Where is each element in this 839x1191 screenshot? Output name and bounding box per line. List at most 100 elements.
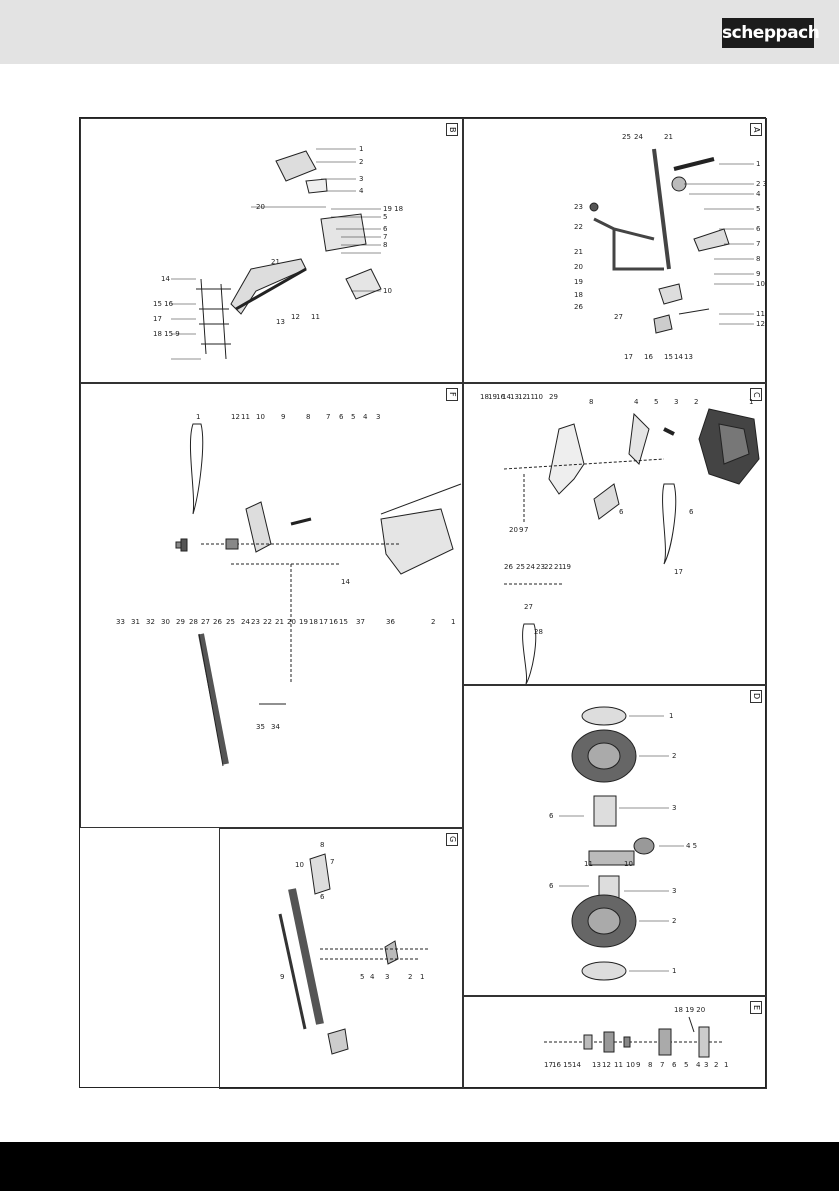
svg-text:16 15: 16 15: [552, 1061, 572, 1069]
svg-text:1: 1: [756, 160, 760, 168]
svg-text:22: 22: [544, 563, 553, 571]
svg-text:4: 4: [696, 1061, 701, 1069]
svg-text:26: 26: [504, 563, 513, 571]
svg-text:9: 9: [519, 526, 523, 534]
svg-text:18: 18: [480, 393, 489, 401]
svg-text:5: 5: [351, 413, 355, 421]
svg-text:1: 1: [672, 967, 676, 975]
svg-text:6: 6: [756, 225, 761, 233]
svg-text:23: 23: [251, 618, 260, 626]
svg-text:14: 14: [502, 393, 511, 401]
svg-text:6: 6: [339, 413, 344, 421]
svg-text:4: 4: [370, 973, 375, 981]
svg-text:27: 27: [524, 603, 533, 611]
svg-text:17: 17: [674, 568, 683, 576]
svg-text:33: 33: [116, 618, 125, 626]
svg-text:6: 6: [689, 508, 694, 516]
svg-text:25: 25: [226, 618, 235, 626]
svg-text:11: 11: [526, 393, 535, 401]
svg-text:6: 6: [320, 893, 325, 901]
svg-text:19 18: 19 18: [383, 205, 403, 213]
svg-text:2: 2: [672, 752, 676, 760]
svg-text:3: 3: [704, 1061, 708, 1069]
svg-text:18 15 9: 18 15 9: [153, 330, 180, 338]
svg-text:12: 12: [756, 320, 765, 328]
scheppach-logo: scheppach: [722, 18, 820, 48]
svg-text:20: 20: [287, 618, 296, 626]
svg-text:21: 21: [664, 133, 673, 141]
svg-text:10: 10: [256, 413, 265, 421]
svg-text:1: 1: [196, 413, 200, 421]
svg-text:20: 20: [574, 263, 583, 271]
svg-text:3: 3: [359, 175, 363, 183]
svg-text:27: 27: [201, 618, 210, 626]
svg-text:22: 22: [574, 223, 583, 231]
svg-text:6: 6: [383, 225, 388, 233]
svg-text:9: 9: [281, 413, 285, 421]
svg-text:19: 19: [574, 278, 583, 286]
svg-text:2: 2: [431, 618, 435, 626]
svg-text:20: 20: [256, 203, 265, 211]
svg-text:10: 10: [295, 861, 304, 869]
svg-text:29: 29: [549, 393, 558, 401]
svg-text:7: 7: [330, 858, 334, 866]
svg-text:10: 10: [624, 860, 633, 868]
svg-text:1: 1: [669, 712, 673, 720]
svg-text:28: 28: [534, 628, 543, 636]
svg-text:17: 17: [544, 1061, 553, 1069]
svg-text:5: 5: [383, 213, 387, 221]
svg-text:1: 1: [749, 398, 753, 406]
svg-text:2: 2: [714, 1061, 718, 1069]
svg-text:12: 12: [231, 413, 240, 421]
svg-text:16: 16: [644, 353, 653, 361]
svg-text:21: 21: [554, 563, 563, 571]
svg-text:21: 21: [574, 248, 583, 256]
svg-text:8: 8: [648, 1061, 652, 1069]
svg-text:23: 23: [574, 203, 583, 211]
svg-text:18 19 20: 18 19 20: [674, 1006, 705, 1014]
svg-text:8: 8: [320, 841, 324, 849]
svg-text:34: 34: [271, 723, 280, 731]
svg-text:6: 6: [549, 882, 554, 890]
svg-text:3: 3: [674, 398, 678, 406]
svg-text:3: 3: [672, 887, 676, 895]
page-header: scheppach: [0, 0, 839, 64]
svg-text:11: 11: [756, 310, 765, 318]
svg-text:19: 19: [562, 563, 571, 571]
svg-text:10: 10: [626, 1061, 635, 1069]
svg-text:7: 7: [660, 1061, 664, 1069]
panel-d-tag: D: [750, 690, 762, 703]
svg-text:4: 4: [634, 398, 639, 406]
svg-text:1: 1: [724, 1061, 728, 1069]
svg-text:10: 10: [383, 287, 392, 295]
svg-text:2: 2: [672, 917, 676, 925]
svg-text:17: 17: [319, 618, 328, 626]
svg-text:27: 27: [614, 313, 623, 321]
svg-text:11: 11: [614, 1061, 623, 1069]
svg-text:14: 14: [572, 1061, 581, 1069]
svg-text:13: 13: [510, 393, 519, 401]
svg-text:19: 19: [299, 618, 308, 626]
svg-text:7: 7: [524, 526, 528, 534]
svg-text:6: 6: [549, 812, 554, 820]
svg-text:16: 16: [329, 618, 338, 626]
svg-text:5: 5: [684, 1061, 688, 1069]
svg-text:6: 6: [619, 508, 624, 516]
svg-text:5: 5: [654, 398, 658, 406]
svg-text:18: 18: [309, 618, 318, 626]
panel-f-tag: F: [446, 388, 458, 401]
panel-g-tag: G: [446, 833, 458, 846]
svg-text:16: 16: [496, 393, 505, 401]
svg-text:1: 1: [359, 145, 363, 153]
svg-text:11: 11: [241, 413, 250, 421]
svg-text:18: 18: [574, 291, 583, 299]
svg-text:31: 31: [131, 618, 140, 626]
svg-text:20: 20: [509, 526, 518, 534]
